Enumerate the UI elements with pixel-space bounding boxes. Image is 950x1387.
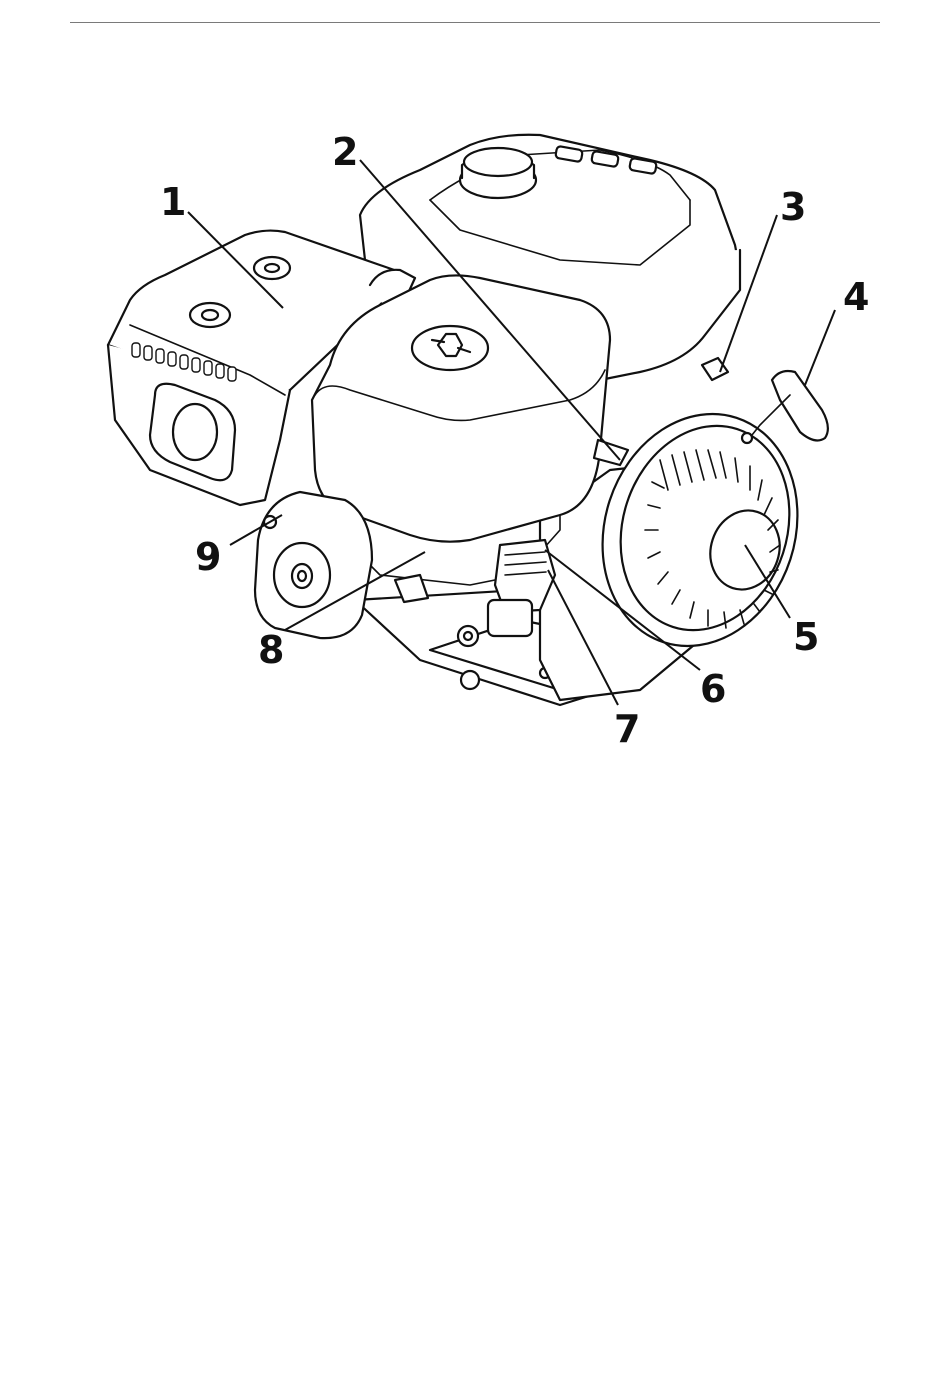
- leader-4: [805, 310, 835, 385]
- callout-8: 8: [258, 628, 284, 672]
- callout-5: 5: [793, 615, 819, 659]
- callout-2: 2: [332, 130, 358, 174]
- engine-diagram: 1 2 3 4 5 6 7 8 9: [0, 0, 950, 800]
- callout-3: 3: [780, 185, 806, 229]
- pto-shaft: [255, 492, 372, 638]
- callout-9: 9: [195, 535, 221, 579]
- callout-7: 7: [614, 707, 640, 751]
- starter-handle: [742, 371, 828, 443]
- callout-1: 1: [160, 180, 186, 224]
- callout-4: 4: [843, 275, 869, 319]
- callout-6: 6: [700, 667, 726, 711]
